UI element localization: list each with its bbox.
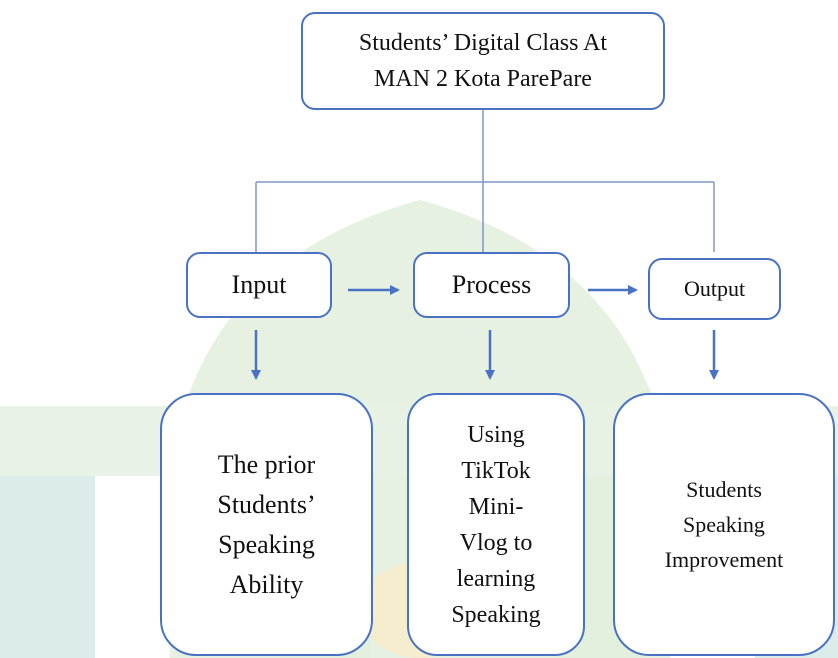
tree-connector: [255, 110, 715, 252]
input-node: Input: [186, 252, 332, 318]
input-detail-text: The prior Students’ Speaking Ability: [217, 449, 316, 599]
output-node-label: Output: [683, 276, 746, 301]
top-node: Students’ Digital Class At MAN 2 Kota Pa…: [301, 12, 665, 110]
process-node-label: Process: [451, 270, 532, 299]
process-node: Process: [413, 252, 570, 318]
top-node-label: Students’ Digital Class At MAN 2 Kota Pa…: [358, 30, 608, 92]
output-node: Output: [648, 258, 781, 320]
output-detail-text: Students Speaking Improvement: [664, 477, 784, 572]
output-detail-node: Students Speaking Improvement: [613, 393, 835, 656]
flow-arrows: [251, 285, 719, 380]
process-detail-text: Using TikTok Mini- Vlog to learning Spea…: [451, 421, 541, 628]
input-detail-node: The prior Students’ Speaking Ability: [160, 393, 373, 656]
input-node-label: Input: [231, 270, 287, 299]
process-detail-node: Using TikTok Mini- Vlog to learning Spea…: [407, 393, 585, 656]
